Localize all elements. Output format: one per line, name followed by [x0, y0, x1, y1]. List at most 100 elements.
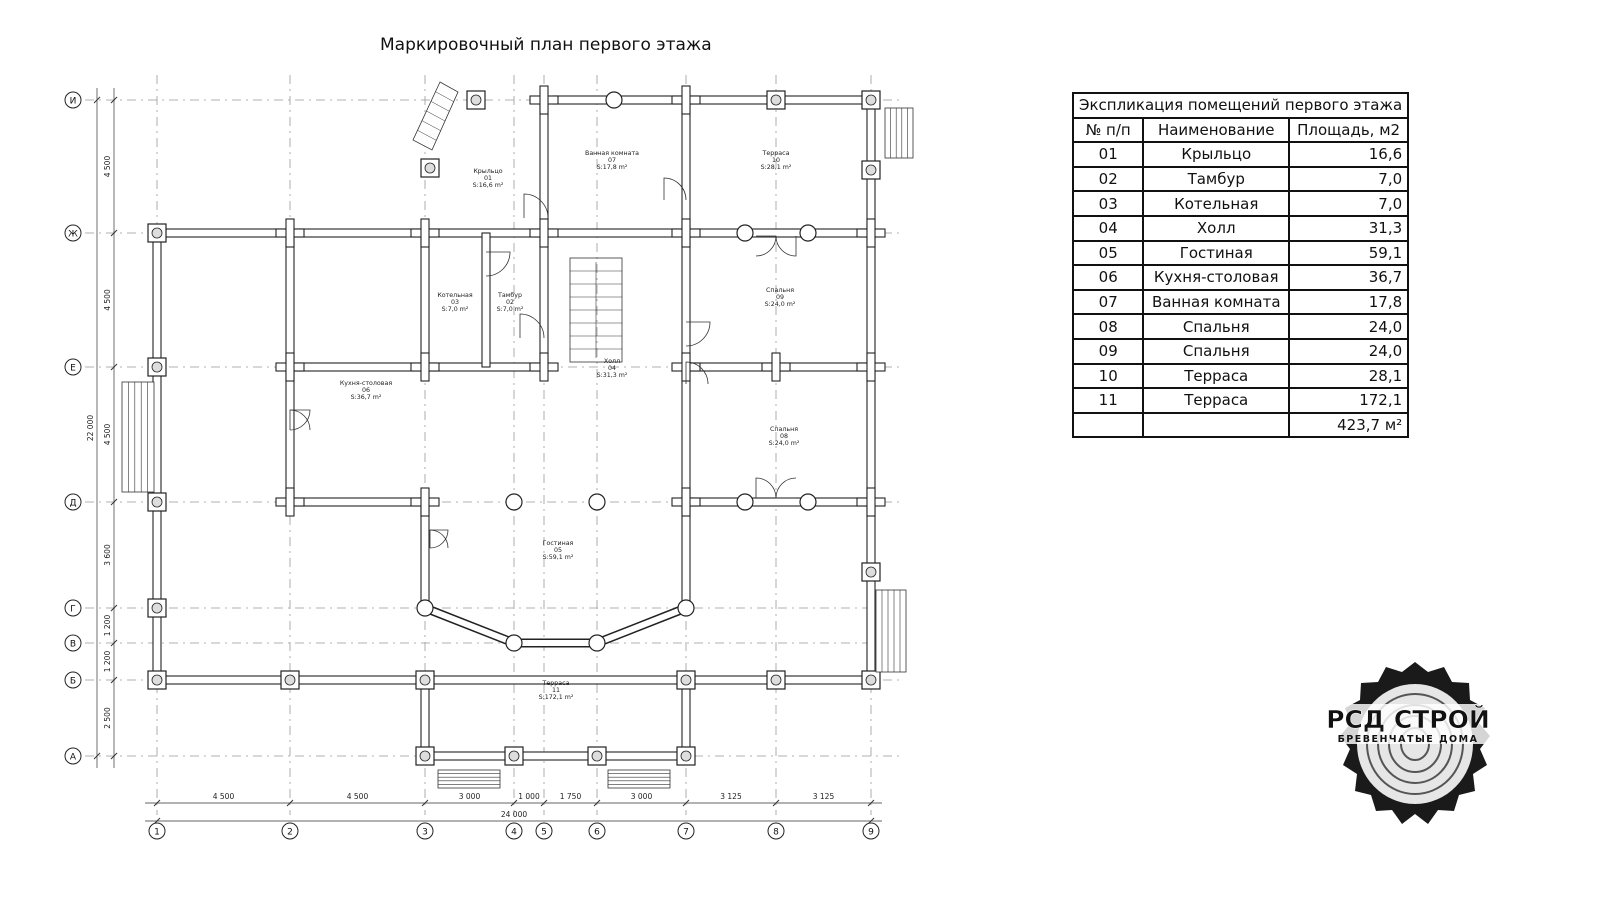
schedule-row-name: Крыльцо: [1142, 141, 1291, 168]
overall-dimension-label: 24 000: [501, 810, 527, 819]
dimension-label: 1 200: [103, 615, 112, 637]
dimension-tick: [772, 799, 780, 807]
axis-label-column: 5: [541, 828, 547, 838]
schedule-row-name: Холл: [1142, 214, 1291, 242]
column-post: [677, 599, 695, 617]
schedule-row-name: Спальня: [1142, 313, 1291, 340]
room-schedule-table: Экспликация помещений первого этажа № п/…: [1071, 92, 1410, 439]
column-post: [865, 674, 877, 686]
axis-bubble: [148, 822, 166, 840]
axis-bubble: [64, 91, 82, 109]
exterior-stairs: [884, 107, 914, 159]
room-label-num: 03: [451, 299, 459, 306]
door-swing: [685, 321, 711, 347]
dimension-label: 4 500: [347, 792, 369, 801]
dimension-label: 4 500: [103, 424, 112, 446]
schedule-row-name: Котельная: [1142, 190, 1291, 217]
room-label-num: 06: [362, 387, 370, 394]
room-label-area: S:28,1 m²: [761, 164, 792, 171]
log-corner: [681, 85, 691, 115]
axis-label-row: Б: [70, 677, 76, 687]
dimension-label: 3 125: [720, 792, 742, 801]
room-label-name: Гостиная: [543, 540, 574, 547]
total-empty-cell: [1142, 411, 1291, 439]
column-post: [416, 599, 434, 617]
column-post: [865, 94, 877, 106]
column-post: [770, 674, 782, 686]
schedule-row-name: Тамбур: [1142, 165, 1291, 193]
column-post: [508, 750, 520, 762]
room-label-area: S:24,0 m²: [769, 440, 800, 447]
door-swing: [775, 235, 797, 257]
axis-bubble: [64, 493, 82, 511]
log-corner: [681, 218, 691, 248]
log-corner: [539, 352, 549, 382]
wall: [156, 228, 291, 238]
door-swing: [519, 313, 545, 339]
log-corner: [539, 218, 549, 248]
column-post: [419, 674, 431, 686]
log-corner: [539, 85, 549, 115]
dimension-tick: [867, 799, 875, 807]
column-post: [799, 493, 817, 511]
column-post: [591, 750, 603, 762]
axis-bubble: [64, 671, 82, 689]
wall: [289, 497, 426, 507]
logo-subtitle: БРЕВЕНЧАТЫЕ ДОМА: [1338, 734, 1479, 745]
schedule-row-area: 59,1: [1288, 239, 1410, 267]
wall: [866, 99, 876, 503]
total-empty-cell: [1071, 411, 1145, 439]
schedule-row-name: Гостиная: [1142, 239, 1291, 267]
wall: [289, 362, 426, 372]
dimension-label: 1 200: [103, 651, 112, 673]
total-area: 423,7 м²: [1288, 411, 1410, 439]
schedule-row-number: 11: [1071, 387, 1145, 414]
column-post: [505, 634, 523, 652]
column-post: [151, 674, 163, 686]
wall: [681, 679, 691, 757]
axis-bubble: [535, 822, 553, 840]
schedule-row-number: 04: [1071, 214, 1145, 242]
dimension-tick: [110, 604, 118, 612]
axis-label-row: В: [70, 640, 76, 650]
dimension-tick: [593, 799, 601, 807]
dimension-tick: [110, 639, 118, 647]
logo-title: РСД СТРОЙ: [1326, 705, 1490, 734]
schedule-header-area: Площадь, м2: [1288, 116, 1410, 144]
wall: [552, 228, 687, 238]
log-corner: [866, 352, 876, 382]
stair-step: [421, 120, 441, 131]
dimension-label: 1 000: [518, 792, 540, 801]
axis-bubble: [677, 822, 695, 840]
door-swing: [429, 529, 449, 549]
door-swing: [429, 529, 449, 549]
schedule-row-area: 28,1: [1288, 362, 1410, 390]
schedule-row-number: 08: [1071, 313, 1145, 340]
axis-bubble: [416, 822, 434, 840]
dimension-tick: [110, 229, 118, 237]
axis-label-column: 8: [773, 828, 779, 838]
axis-label-row: Ж: [68, 230, 78, 240]
schedule-row-area: 24,0: [1288, 313, 1410, 340]
schedule-row-area: 16,6: [1288, 141, 1410, 168]
room-label-area: S:24,0 m²: [765, 301, 796, 308]
column-post: [470, 94, 482, 106]
column-post: [505, 493, 523, 511]
room-label-name: Терраса: [762, 150, 790, 157]
dimension-tick: [93, 96, 101, 104]
dimension-tick: [286, 799, 294, 807]
axis-bubble: [505, 822, 523, 840]
dimension-tick: [421, 799, 429, 807]
column-post: [865, 566, 877, 578]
axis-bubble: [64, 634, 82, 652]
schedule-row-number: 02: [1071, 165, 1145, 193]
axis-label-column: 3: [422, 828, 428, 838]
room-label-name: Спальня: [766, 287, 794, 294]
schedule-row-area: 7,0: [1288, 165, 1410, 193]
log-corner: [420, 487, 430, 517]
schedule-row-number: 05: [1071, 239, 1145, 267]
